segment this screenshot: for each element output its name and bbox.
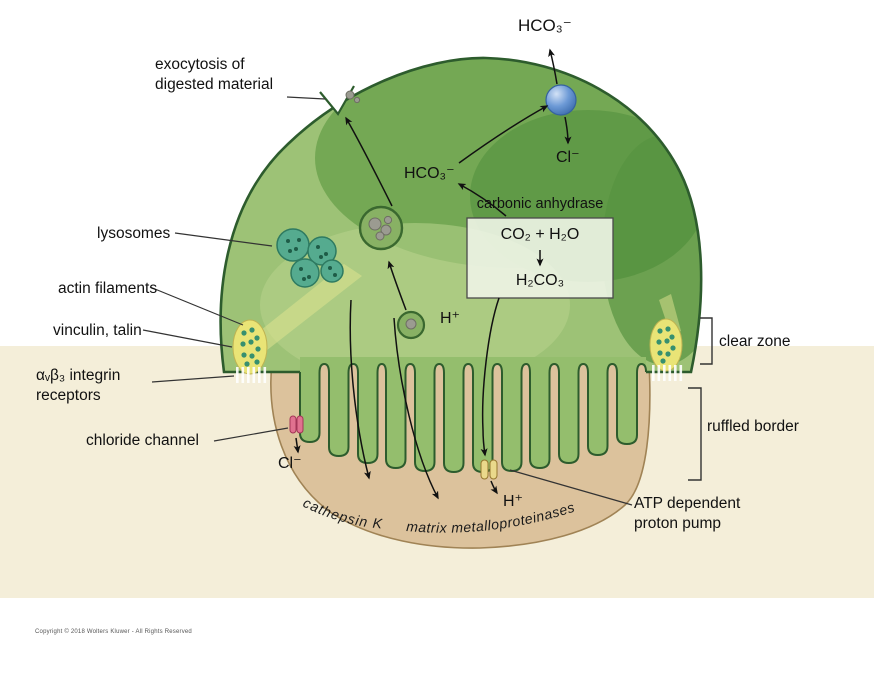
integrin-receptors-left	[236, 367, 267, 383]
proton-pump-label-line2: proton pump	[634, 515, 722, 533]
proton-pump-label: ATP dependent proton pump	[634, 494, 740, 535]
clear-zone-right	[649, 318, 683, 381]
h-mid-label: H⁺	[440, 310, 460, 327]
cell-membrane-outline	[219, 56, 703, 374]
exocytosis-arrow	[345, 116, 393, 207]
ruffled-border	[299, 357, 647, 474]
exocytosis-label-line2: digested material	[155, 76, 274, 94]
cl-top-label: Cl⁻	[556, 149, 580, 166]
exocytosis-label-line1: exocytosis of	[155, 56, 245, 73]
reaction-reactants: CO₂ + H₂O	[500, 226, 580, 243]
ruffled-border-label: ruffled border	[707, 418, 799, 435]
cl-bottom-label: Cl⁻	[278, 455, 302, 472]
chloride-channel	[289, 415, 304, 434]
carbonic-anhydrase-label: carbonic anhydrase	[476, 196, 604, 212]
arrows	[293, 48, 572, 500]
leader-lines	[142, 96, 633, 506]
clear-zone-bracket	[700, 317, 713, 365]
hco3-top-label: HCO₃⁻	[518, 16, 572, 35]
integrin-label: αᵥβ₃ integrin receptors	[36, 366, 120, 407]
clear-zone-label: clear zone	[719, 333, 791, 350]
ruffled-border-bracket	[688, 387, 702, 481]
lysosomes	[276, 228, 344, 288]
digestion-vesicles	[358, 205, 426, 340]
bicarbonate-out-arrow	[548, 48, 558, 85]
proton-out-arrow	[490, 480, 498, 495]
brackets	[688, 317, 713, 481]
proton-pump-label-line1: ATP dependent	[634, 495, 741, 512]
chloride-channel-label: chloride channel	[86, 432, 199, 449]
exocytosis-label: exocytosis of digested material	[155, 55, 273, 96]
copyright-text: Copyright © 2018 Wolters Kluwer - All Ri…	[35, 629, 192, 635]
reaction-product: H₂CO₃	[515, 272, 565, 289]
bicarbonate-arrow	[457, 183, 507, 217]
bicarbonate-to-exchanger-arrow	[458, 105, 549, 164]
hco3-inner-label: HCO₃⁻	[404, 165, 455, 182]
proton-to-pump-arrow	[480, 297, 500, 457]
integrin-receptors-right	[652, 365, 683, 381]
integrin-label-line1: αᵥβ₃ integrin	[36, 367, 121, 384]
h-bottom-label: H⁺	[503, 493, 523, 510]
exocytosis-notch	[319, 85, 361, 116]
vesicle-arrow	[387, 260, 407, 311]
actin-filaments-label: actin filaments	[58, 280, 158, 297]
mmp-arrow	[393, 317, 439, 500]
chloride-in-arrow	[564, 116, 572, 145]
cathepsin-arrow	[349, 299, 371, 480]
proton-pump	[480, 459, 498, 480]
lysosomes-label: lysosomes	[97, 225, 171, 242]
integrin-label-line2: receptors	[36, 387, 101, 405]
vinculin-talin-label: vinculin, talin	[53, 322, 142, 339]
clear-zone-left	[232, 319, 268, 383]
bicarbonate-chloride-exchanger	[545, 84, 577, 116]
chloride-out-arrow	[293, 437, 301, 454]
